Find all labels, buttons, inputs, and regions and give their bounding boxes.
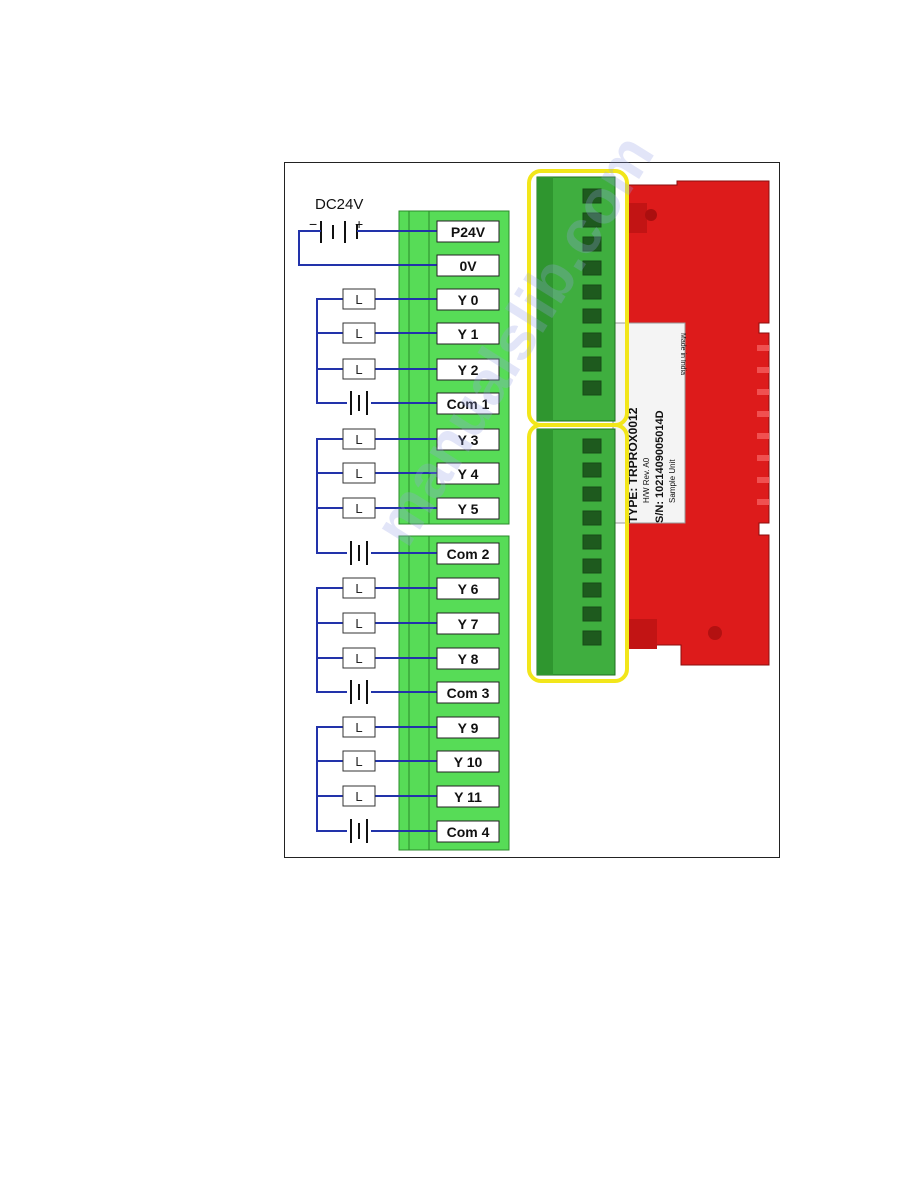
battery-symbols: [307, 221, 371, 843]
terminal-com1: Com 1: [447, 396, 490, 412]
terminal-y4: Y 4: [458, 466, 479, 482]
load-label: L: [355, 651, 362, 666]
label-made-in: Made in India: [679, 333, 686, 375]
label-sample-unit: Sample Unit: [668, 459, 677, 503]
terminal-y11: Y 11: [454, 789, 482, 805]
terminal-com4: Com 4: [447, 824, 490, 840]
supply-minus-sign: −: [309, 216, 317, 232]
terminal-labels: P24V 0V Y 0 Y 1 Y 2 Com 1 Y 3 Y 4 Y 5 Co…: [436, 220, 500, 843]
terminal-y8: Y 8: [458, 651, 479, 667]
load-label: L: [355, 292, 362, 307]
load-label: L: [355, 362, 362, 377]
load-label: L: [355, 754, 362, 769]
terminal-y5: Y 5: [458, 501, 479, 517]
terminal-y10: Y 10: [454, 754, 483, 770]
highlight-lower-connector: [527, 423, 629, 683]
load-label: L: [355, 581, 362, 596]
load-label: L: [355, 789, 362, 804]
supply-voltage-label: DC24V: [315, 196, 363, 213]
load-label: L: [355, 501, 362, 516]
device-photo: Made in India TYPE: TRPROX0012 H/W Rev. …: [527, 169, 770, 683]
terminal-y0: Y 0: [458, 292, 479, 308]
terminal-y3: Y 3: [458, 432, 479, 448]
connector-lower: [536, 428, 616, 676]
terminal-y2: Y 2: [458, 362, 479, 378]
label-hw-rev: H/W Rev. A0: [642, 457, 651, 503]
load-label: L: [355, 720, 362, 735]
supply-plus-sign: +: [355, 216, 363, 232]
led-indicator-icon: [645, 209, 657, 221]
device-body: [626, 180, 770, 666]
blue-wiring: [298, 230, 437, 832]
label-serial: S/N: 1021409005014D: [654, 410, 666, 523]
mounting-hole-icon: [708, 626, 722, 640]
load-label: L: [355, 326, 362, 341]
terminal-y1: Y 1: [458, 326, 479, 342]
terminal-com3: Com 3: [447, 685, 490, 701]
wiring-figure: DC24V − +: [284, 162, 780, 858]
battery-icon-com2: [350, 541, 368, 565]
battery-icon-com1: [350, 391, 368, 415]
terminal-y9: Y 9: [458, 720, 479, 736]
terminal-y7: Y 7: [458, 616, 479, 632]
terminal-p24v: P24V: [451, 224, 486, 240]
load-label: L: [355, 616, 362, 631]
connector-upper: [536, 176, 616, 422]
load-label: L: [355, 432, 362, 447]
terminal-com2: Com 2: [447, 546, 490, 562]
load-label: L: [355, 466, 362, 481]
battery-icon-com4: [350, 819, 368, 843]
terminal-0v: 0V: [459, 258, 477, 274]
terminal-y6: Y 6: [458, 581, 479, 597]
load-boxes: L L L L L L L L L L L L: [342, 288, 376, 807]
label-type: TYPE: TRPROX0012: [626, 407, 640, 523]
battery-icon-supply: [307, 221, 371, 243]
battery-icon-com3: [350, 680, 368, 704]
wiring-diagram-svg: DC24V − +: [298, 169, 770, 851]
